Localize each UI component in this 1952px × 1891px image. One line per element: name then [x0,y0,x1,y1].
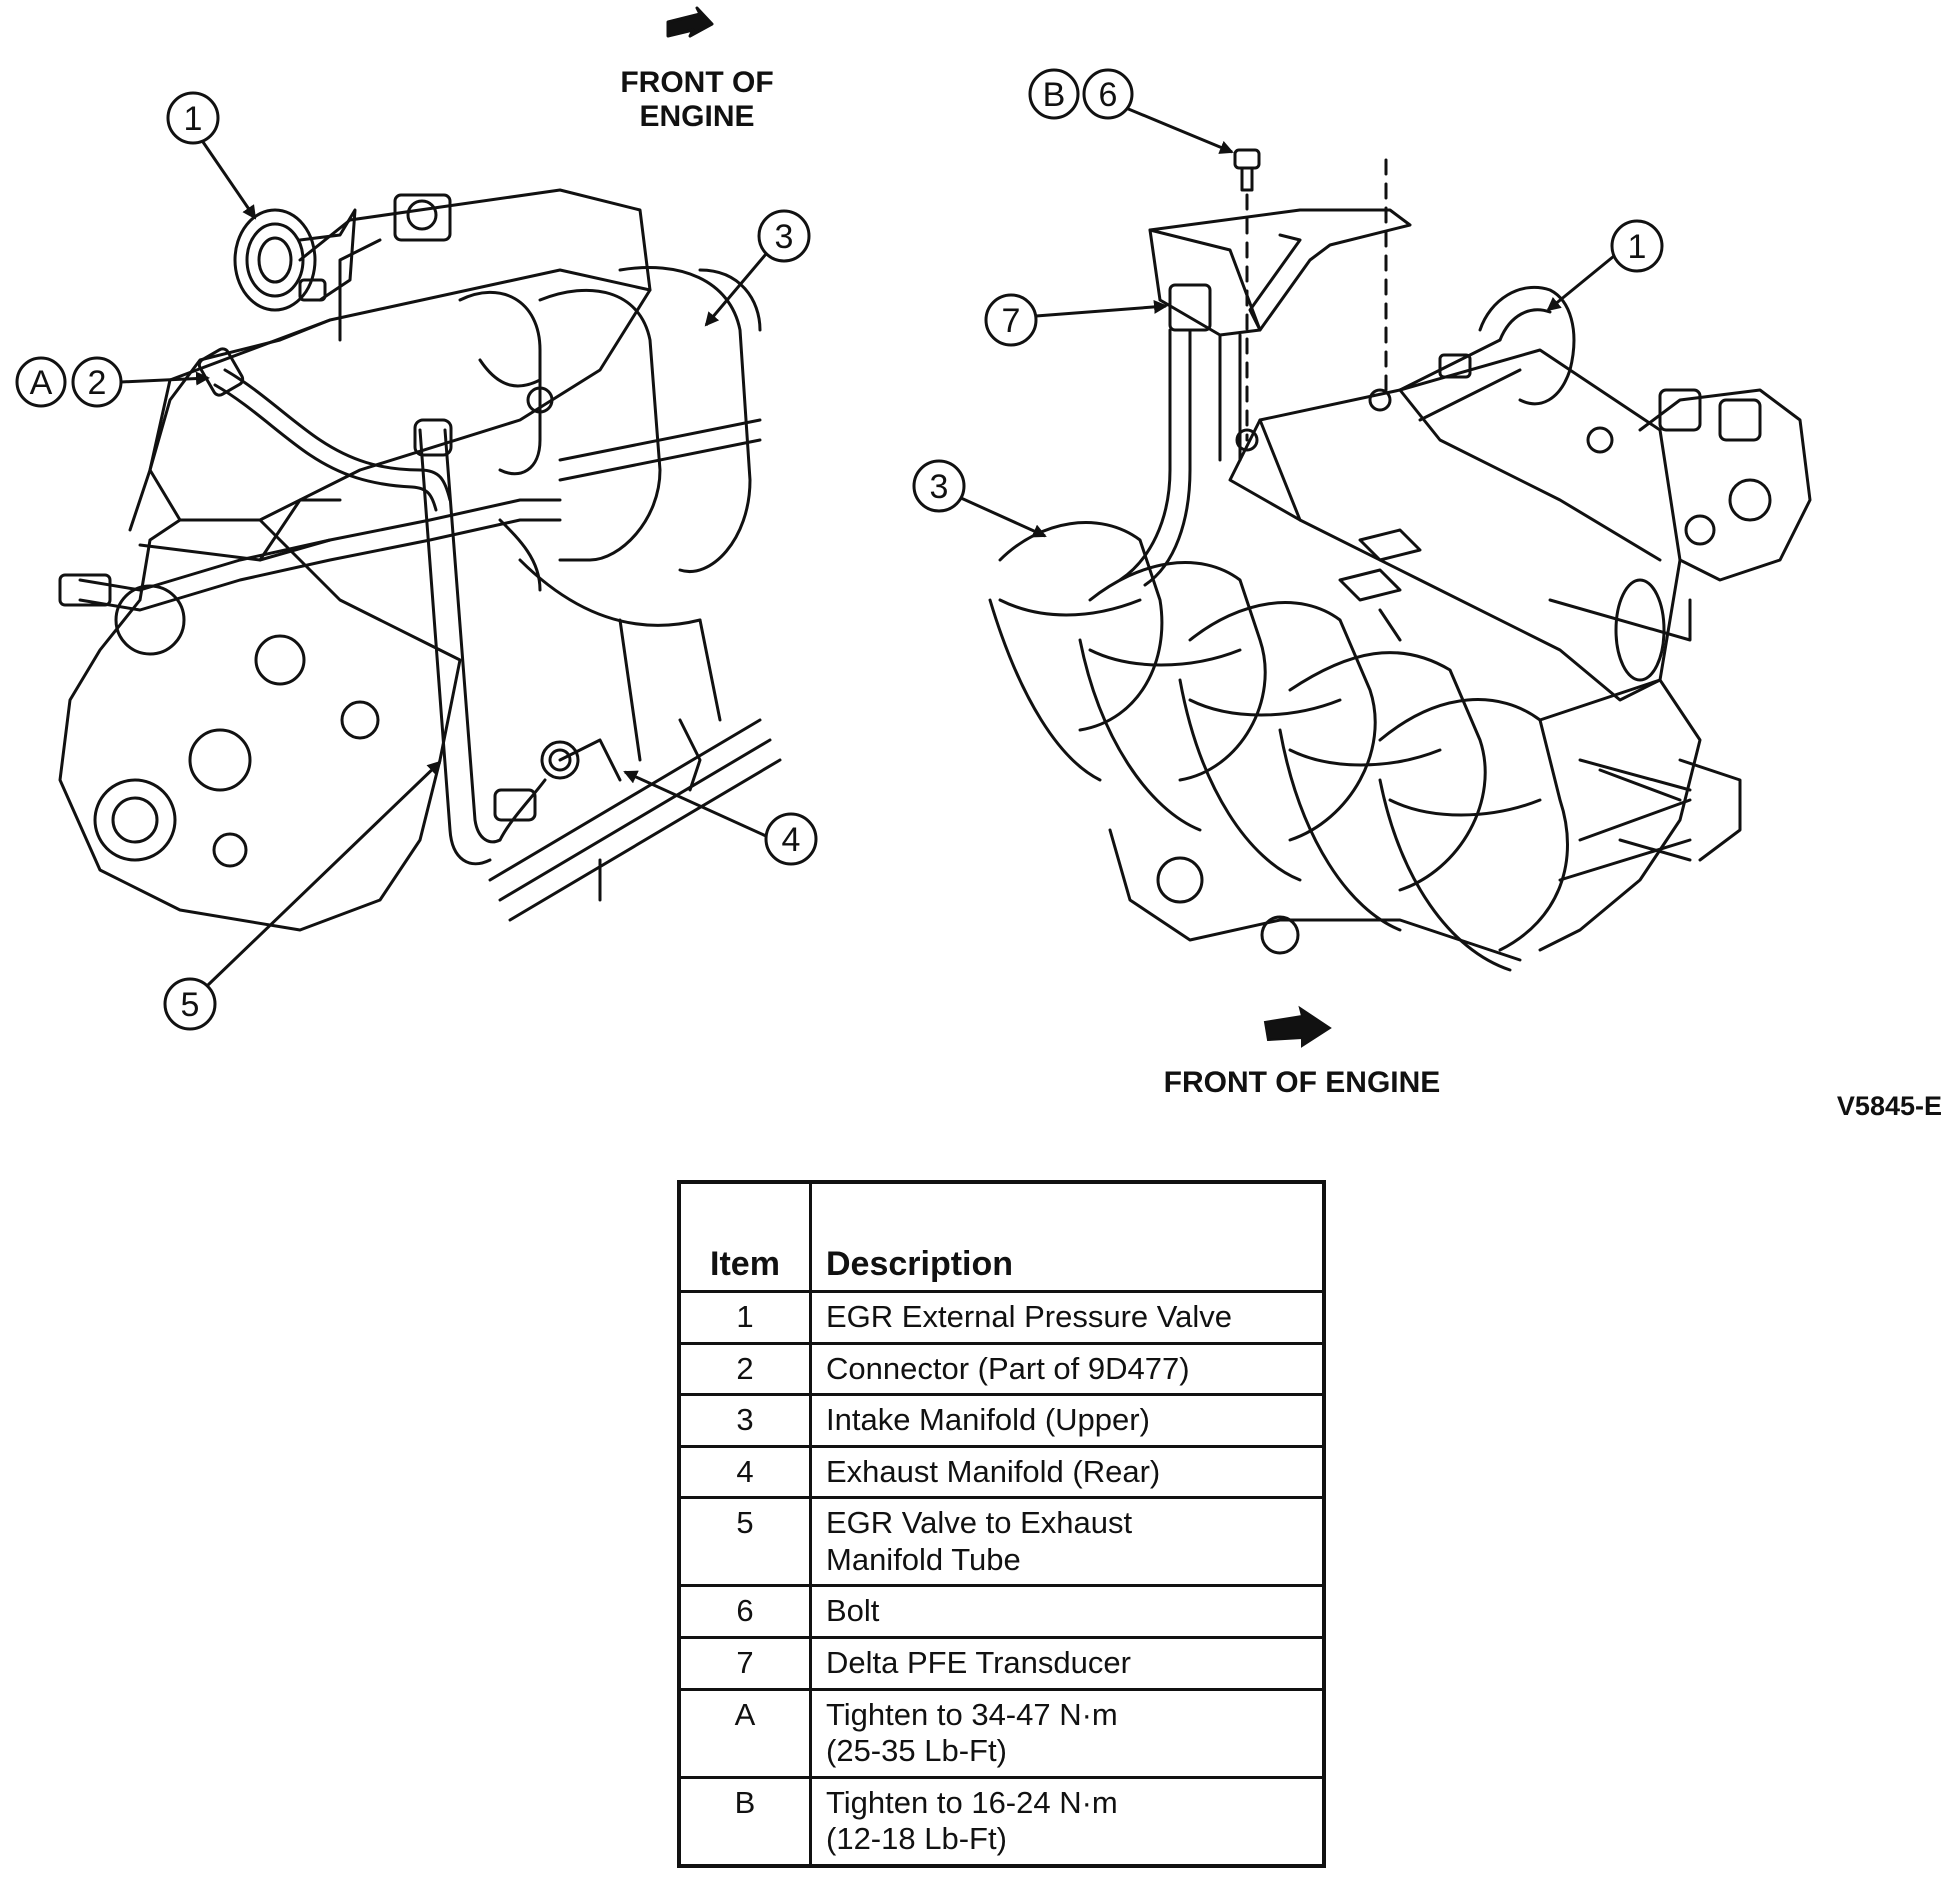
item-column-header: Item [677,1180,812,1293]
item-cell: B [677,1775,812,1868]
description-cell: Tighten to 16-24 N·m (12-18 Lb-Ft) [809,1775,1326,1868]
left-callouts: 1 A 2 3 4 5 [15,91,818,1031]
right-bolt [1233,148,1261,192]
left-egr-tube [197,347,580,866]
svg-text:3: 3 [930,468,949,506]
item-cell: 7 [677,1636,812,1691]
table-header-row: Item Description [677,1180,1326,1293]
description-cell: Delta PFE Transducer [809,1636,1326,1691]
callout-3-right: 3 [912,459,1047,538]
svg-text:1: 1 [184,100,203,138]
svg-text:3: 3 [775,218,794,256]
callout-A-left: A 2 [15,356,210,408]
left-front-arrow-icon [666,6,714,38]
right-front-label: FRONT OF ENGINE [1164,1066,1441,1099]
right-front-arrow-icon [1263,1005,1332,1048]
svg-text:2: 2 [88,364,107,402]
callout-4-left: 4 [623,770,818,866]
description-cell: Tighten to 34-47 N·m (25-35 Lb-Ft) [809,1687,1326,1779]
description-column-header: Description [809,1180,1326,1293]
left-egr-valve [233,208,357,312]
item-cell: 2 [677,1341,812,1397]
svg-text:7: 7 [1002,302,1021,340]
left-front-label-line1: FRONT OF [620,66,773,99]
description-cell: Connector (Part of 9D477) [809,1341,1326,1397]
item-cell: A [677,1687,812,1779]
callout-3-left: 3 [704,209,811,327]
item-cell: 6 [677,1584,812,1640]
description-cell: Bolt [809,1584,1326,1640]
right-egr-valve [1398,285,1576,422]
svg-text:1: 1 [1628,228,1647,266]
right-throttle-body [1586,388,1812,582]
description-cell: Intake Manifold (Upper) [809,1393,1326,1448]
callout-B6-right: B 6 [1028,68,1234,154]
callout-7-right: 7 [984,293,1168,347]
svg-text:B: B [1043,76,1066,114]
item-cell: 5 [677,1496,812,1588]
description-cell: EGR Valve to Exhaust Manifold Tube [809,1496,1326,1588]
right-callouts: B 6 7 1 3 [912,68,1664,538]
left-front-label-line2: ENGINE [639,100,754,133]
svg-text:6: 6 [1099,76,1118,114]
callout-1-left: 1 [166,91,257,220]
left-engine-view [58,6,782,932]
callout-1-right: 1 [1546,219,1664,312]
svg-text:5: 5 [181,986,200,1024]
item-cell: 4 [677,1444,812,1500]
svg-text:A: A [30,364,53,402]
item-cell: 3 [677,1393,812,1448]
right-manifold-view [988,148,1812,972]
right-pfe-transducer [1148,228,1262,337]
description-cell: EGR External Pressure Valve [809,1290,1326,1345]
description-cell: Exhaust Manifold (Rear) [809,1444,1326,1500]
callout-5-left: 5 [163,760,442,1031]
svg-text:4: 4 [782,821,801,859]
figure-id: V5845-E [1837,1091,1942,1121]
item-cell: 1 [677,1290,812,1345]
